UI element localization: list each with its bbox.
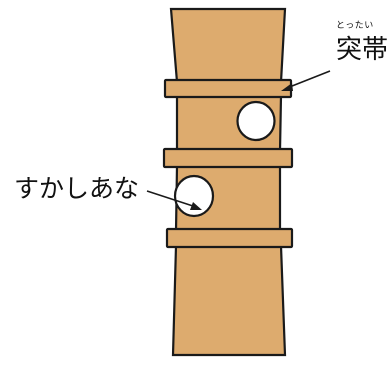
clay-band-top	[163, 78, 293, 99]
sukashiana-label: すかしあな	[14, 174, 140, 203]
clay-band-middle	[162, 147, 294, 169]
totsutai-label: 突帯	[336, 35, 389, 65]
transparent-hole-upper	[236, 100, 276, 142]
cylinder-body-top	[169, 7, 287, 84]
leader-arrow-sukashiana	[146, 190, 202, 210]
totsutai-ruby-label: とったい	[336, 21, 374, 31]
cylinder-body-bottom	[171, 244, 287, 357]
transparent-hole-lower	[173, 174, 215, 218]
leader-arrow-totsutai	[281, 70, 331, 91]
clay-band-bottom	[165, 227, 294, 249]
